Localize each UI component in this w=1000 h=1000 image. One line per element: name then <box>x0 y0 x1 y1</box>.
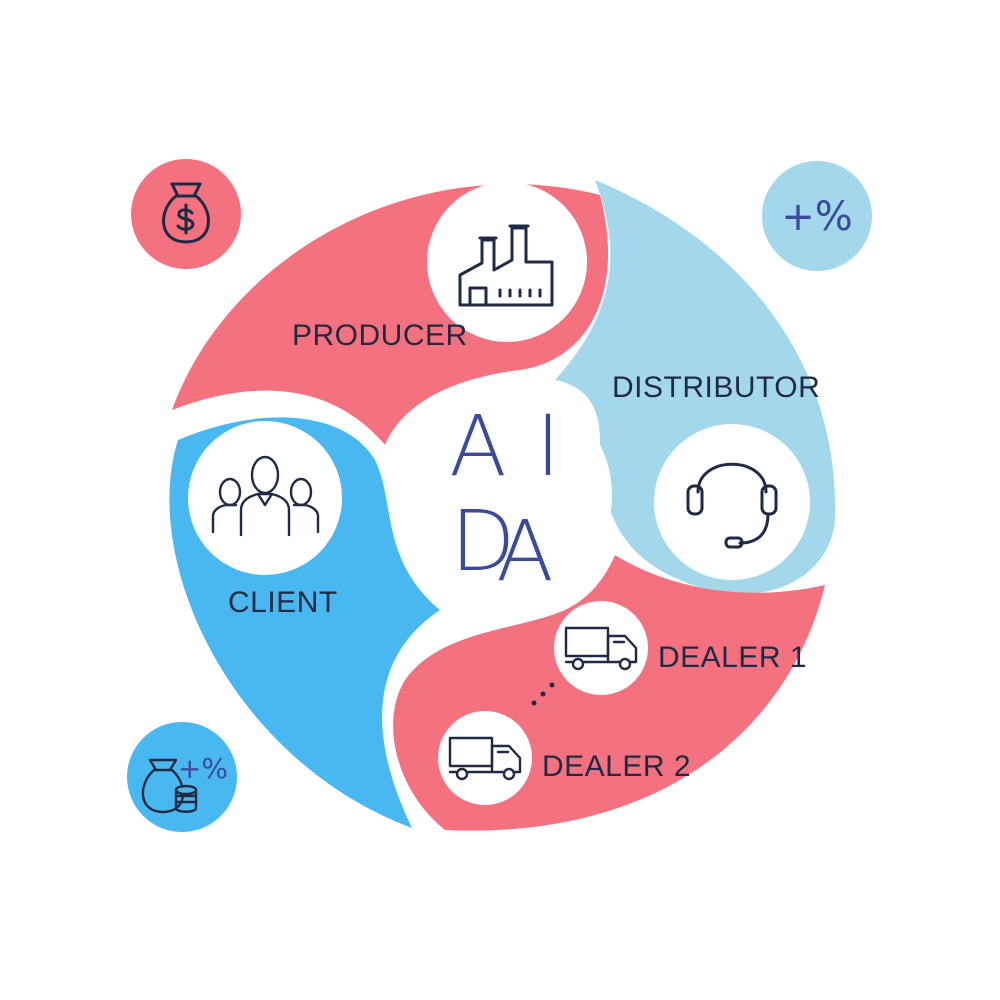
money-coins-badge-circle <box>127 722 237 832</box>
money-coins-badge: +% <box>127 722 237 832</box>
center-letter-d: D <box>451 492 516 590</box>
center-letter-a1: A <box>449 397 506 495</box>
dealer2-label: DEALER 2 <box>542 750 691 783</box>
connector-dots <box>531 682 555 706</box>
factory-icon <box>458 224 554 307</box>
dealer1-label: DEALER 1 <box>658 641 807 674</box>
center-circle <box>388 383 612 607</box>
percent-badge-text: +% <box>781 194 853 240</box>
money-bag-badge <box>131 159 241 269</box>
percent-badge: +% <box>762 161 872 271</box>
dealer2-icon-circle <box>438 711 532 805</box>
headset-icon <box>686 462 778 549</box>
producer-label: PRODUCER <box>292 319 468 352</box>
money-bag-coins-icon <box>141 758 198 814</box>
dealer1-icon-circle <box>554 601 648 695</box>
distributor-icon-circle <box>654 424 810 580</box>
money-bag-icon <box>162 182 210 244</box>
client-node: CLIENT <box>188 421 342 619</box>
center-letter-a2: A <box>496 502 553 600</box>
truck-icon <box>564 626 638 671</box>
dealer1-node: DEALER 1 <box>554 601 807 695</box>
center-letter-i: I <box>536 397 561 495</box>
client-icon-circle <box>188 421 342 575</box>
money-coins-badge-text: +% <box>178 752 228 785</box>
people-group-icon <box>211 455 320 537</box>
percent-badge-circle <box>762 161 872 271</box>
distributor-node: DISTRIBUTOR <box>612 371 820 580</box>
client-label: CLIENT <box>228 586 338 619</box>
dealer2-node: DEALER 2 <box>438 711 691 805</box>
distributor-label: DISTRIBUTOR <box>612 371 820 404</box>
producer-node: PRODUCER <box>292 182 587 352</box>
truck-icon <box>448 736 522 781</box>
